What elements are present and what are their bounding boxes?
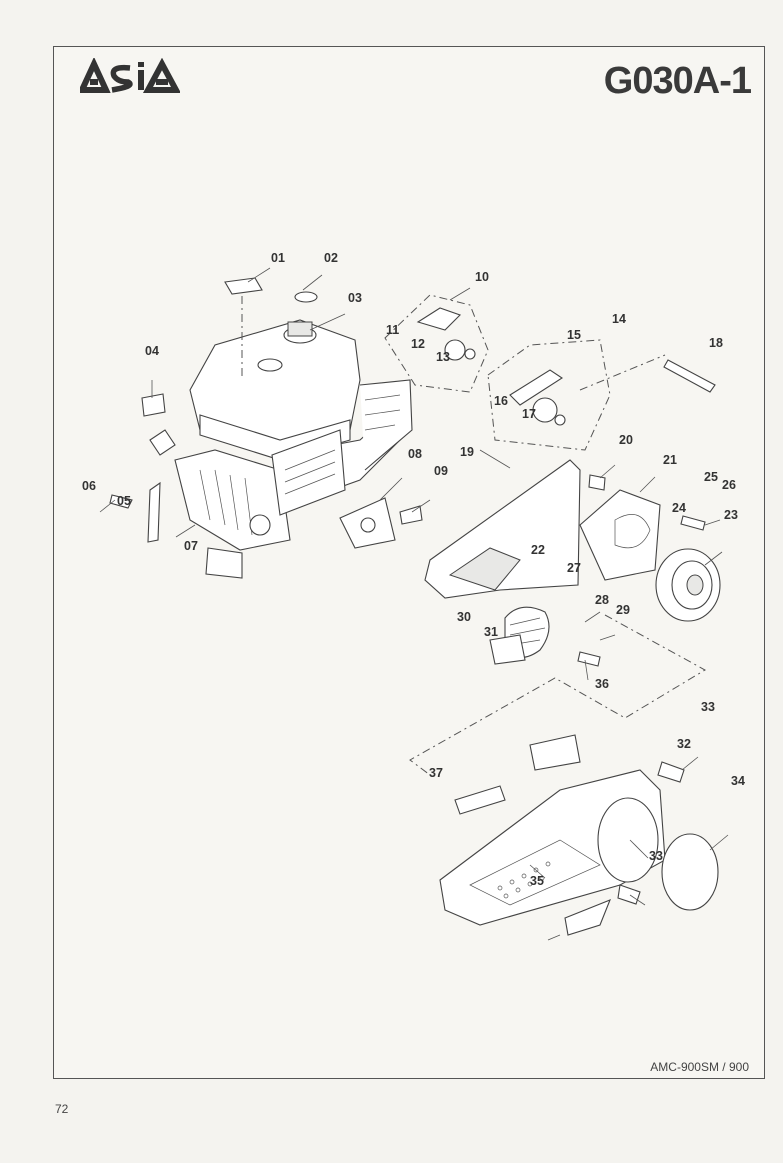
- callout: 21: [663, 453, 677, 467]
- callout: 04: [145, 344, 159, 358]
- callout: 33: [649, 849, 663, 863]
- callout: 02: [324, 251, 338, 265]
- callout: 17: [522, 407, 536, 421]
- callout: 27: [567, 561, 581, 575]
- callout: 24: [672, 501, 686, 515]
- callout: 22: [531, 543, 545, 557]
- callout: 15: [567, 328, 581, 342]
- callout: 30: [457, 610, 471, 624]
- callout: 06: [82, 479, 96, 493]
- callout: 08: [408, 447, 422, 461]
- page-number: 72: [55, 1102, 69, 1116]
- footer-model-name: AMC-900SM / 900: [650, 1060, 749, 1074]
- callout: 23: [724, 508, 738, 522]
- callout: 20: [619, 433, 633, 447]
- label-04: [141, 393, 166, 417]
- callout: 35: [530, 874, 544, 888]
- asia-logo: [80, 58, 180, 93]
- cap-02: [294, 291, 318, 303]
- callout: 05: [117, 494, 131, 508]
- callout: 01: [271, 251, 285, 265]
- callout: 31: [484, 625, 498, 639]
- cover-disc-34: [661, 833, 719, 911]
- callout: 19: [460, 445, 474, 459]
- model-code: G030A-1: [603, 60, 752, 102]
- callout: 34: [731, 774, 745, 788]
- callout: 03: [348, 291, 362, 305]
- callout: 13: [436, 350, 450, 364]
- callout: 12: [411, 337, 425, 351]
- callout: 36: [595, 677, 609, 691]
- callout: 28: [595, 593, 609, 607]
- callout: 37: [429, 766, 443, 780]
- callout: 09: [434, 464, 448, 478]
- callout: 16: [494, 394, 508, 408]
- decal-03: [224, 277, 263, 295]
- callout: 18: [709, 336, 723, 350]
- callout: 14: [612, 312, 626, 326]
- callout: 25: [704, 470, 718, 484]
- callout: 29: [616, 603, 630, 617]
- callout: 07: [184, 539, 198, 553]
- shaft-18: [663, 359, 716, 393]
- engine-assembly: [149, 319, 413, 551]
- callout: 10: [475, 270, 489, 284]
- callout: 11: [386, 323, 399, 337]
- callout: 26: [722, 478, 736, 492]
- callout: 32: [677, 737, 691, 751]
- callout: 33: [701, 700, 715, 714]
